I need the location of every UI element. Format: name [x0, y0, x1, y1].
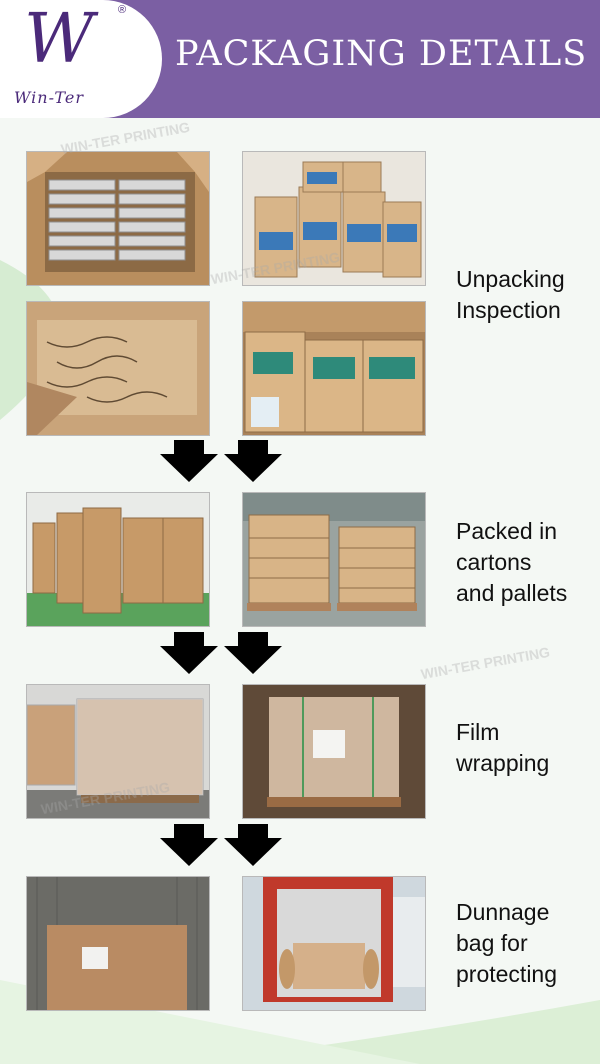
photo-boxes-books: [242, 151, 426, 286]
photo-box-items: [26, 301, 210, 436]
step-label-unpacking: Unpacking Inspection: [456, 264, 565, 326]
photo-film-wrapped-1: [26, 684, 210, 819]
step-label-dunnage: Dunnage bag for protecting: [456, 897, 557, 990]
logo: W ® Win-Ter: [0, 0, 162, 118]
down-arrow-icon: [160, 440, 282, 482]
label-line: Dunnage: [456, 899, 550, 925]
label-line: Packed in: [456, 518, 558, 544]
page-title: PACKAGING DETAILS: [175, 34, 588, 74]
down-arrow-icon: [160, 824, 282, 866]
logo-text: Win-Ter: [14, 88, 84, 107]
step-label-packed: Packed in cartons and pallets: [456, 516, 567, 609]
label-line: Unpacking: [456, 266, 565, 292]
photo-container-interior: [26, 876, 210, 1011]
photo-pallet-stacks: [26, 492, 210, 627]
label-line: protecting: [456, 961, 558, 987]
photo-container-loaded: [242, 876, 426, 1011]
label-line: and pallets: [456, 580, 568, 606]
step-label-film: Film wrapping: [456, 717, 549, 779]
label-line: bag for: [456, 930, 528, 956]
photo-boxes-green: [242, 301, 426, 436]
photo-box-opened: [26, 151, 210, 286]
down-arrow-icon: [160, 632, 282, 674]
registered-mark: ®: [118, 4, 127, 16]
label-line: Film: [456, 719, 500, 745]
photo-pallet-cartons: [242, 492, 426, 627]
logo-mark: W: [24, 0, 94, 79]
label-line: Inspection: [456, 297, 561, 323]
label-line: wrapping: [456, 750, 550, 776]
page-header: W ® Win-Ter PACKAGING DETAILS: [0, 0, 600, 118]
label-line: cartons: [456, 549, 532, 575]
photo-film-wrapped-2: [242, 684, 426, 819]
